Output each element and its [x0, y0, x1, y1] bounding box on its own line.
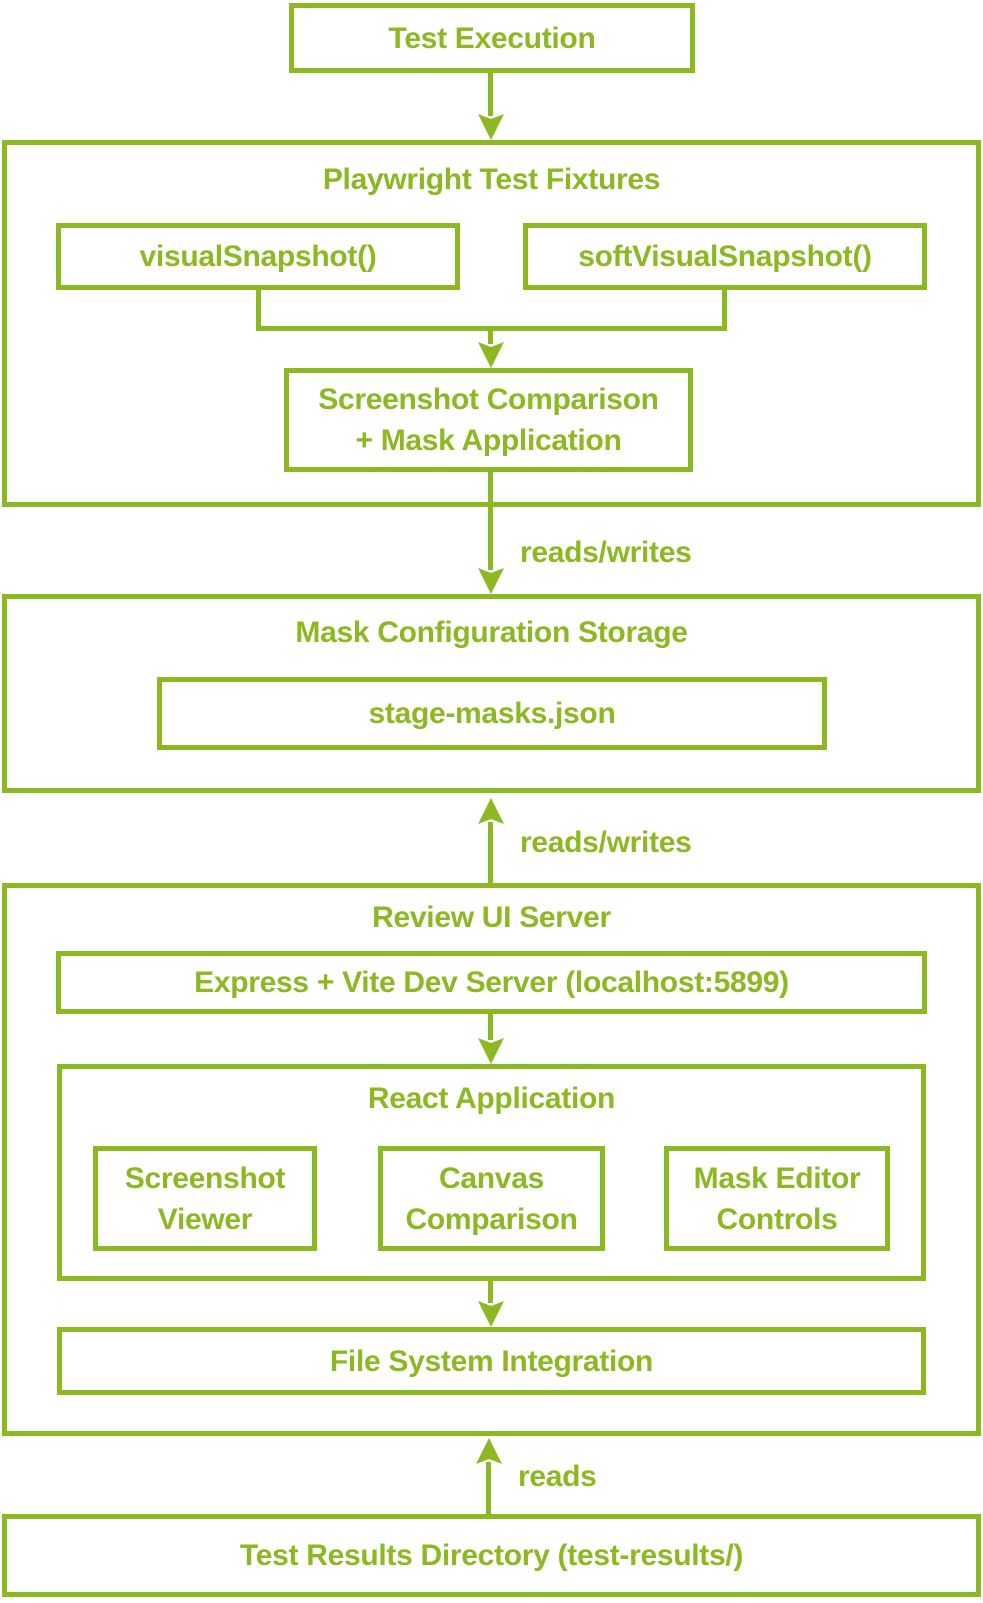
arrow-up-icon	[478, 798, 504, 824]
node-soft-visual-snapshot: softVisualSnapshot()	[523, 223, 927, 290]
node-stage-masks-json: stage-masks.json	[157, 677, 827, 750]
node-test-results-directory: Test Results Directory (test-results/)	[2, 1514, 981, 1597]
mask-configuration-storage-title: Mask Configuration Storage	[295, 616, 688, 649]
node-label-line2: + Mask Application	[355, 424, 622, 457]
react-application-title: React Application	[367, 1082, 616, 1115]
node-label: Test Execution	[388, 21, 596, 55]
arrow-down-icon	[478, 1038, 504, 1064]
node-label-line2: Viewer	[157, 1202, 253, 1236]
edge-label-reads-writes-down: reads/writes	[520, 536, 692, 569]
node-label: visualSnapshot()	[139, 240, 377, 273]
edge-label-reads-writes-up: reads/writes	[520, 826, 692, 859]
node-test-execution: Test Execution	[289, 3, 695, 73]
edge-merge-to-comparison-line	[488, 331, 493, 344]
edge-results-to-server-line	[486, 1462, 491, 1514]
edge-comparison-to-storage-line	[488, 472, 493, 570]
connector-visual-snapshot-line	[256, 290, 261, 331]
arrow-down-icon	[478, 1301, 504, 1327]
node-file-system-integration: File System Integration	[57, 1327, 926, 1395]
review-ui-server-title: Review UI Server	[372, 901, 611, 934]
node-label: softVisualSnapshot()	[578, 240, 872, 273]
node-label-line1: Mask Editor	[693, 1161, 861, 1195]
node-label: File System Integration	[329, 1344, 654, 1378]
edge-execution-to-fixtures-line	[488, 73, 493, 116]
arrow-down-icon	[478, 568, 504, 594]
node-canvas-comparison: Canvas Comparison	[378, 1146, 605, 1251]
edge-express-to-react-line	[488, 1014, 493, 1040]
edge-label-reads: reads	[518, 1460, 597, 1493]
connector-merge-line	[256, 326, 727, 331]
node-mask-editor-controls: Mask Editor Controls	[664, 1146, 890, 1251]
node-screenshot-viewer: Screenshot Viewer	[93, 1146, 317, 1251]
node-label: Test Results Directory (test-results/)	[239, 1539, 744, 1572]
node-label: stage-masks.json	[368, 697, 616, 730]
node-screenshot-comparison: Screenshot Comparison + Mask Application	[284, 368, 693, 472]
arrow-down-icon	[478, 114, 504, 140]
edge-server-to-storage-line	[488, 822, 493, 883]
node-label-line2: Controls	[716, 1202, 838, 1236]
node-label-line1: Screenshot Comparison	[318, 383, 659, 416]
playwright-fixtures-title: Playwright Test Fixtures	[322, 163, 661, 196]
node-label: Express + Vite Dev Server (localhost:589…	[194, 966, 789, 999]
edge-react-to-fs-line	[488, 1281, 493, 1303]
node-label-line1: Canvas	[439, 1161, 544, 1195]
node-label-line1: Screenshot	[124, 1161, 286, 1195]
node-visual-snapshot: visualSnapshot()	[56, 223, 460, 290]
arrow-down-icon	[478, 342, 504, 368]
arrow-up-icon	[476, 1438, 502, 1464]
connector-soft-visual-snapshot-line	[722, 290, 727, 331]
node-label-line2: Comparison	[405, 1202, 578, 1236]
node-express-vite-server: Express + Vite Dev Server (localhost:589…	[56, 951, 927, 1014]
